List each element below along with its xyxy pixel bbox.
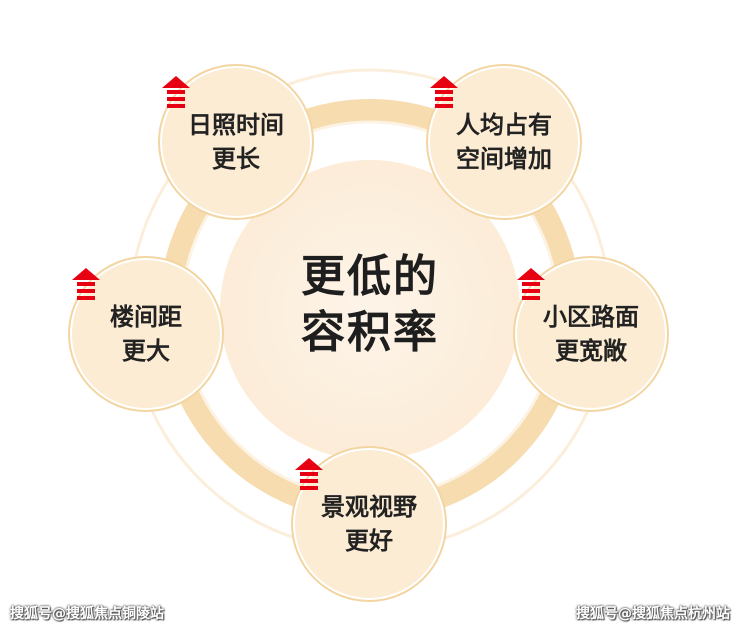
red-up-arrow-icon <box>430 76 458 108</box>
red-up-arrow-icon <box>72 268 100 300</box>
center-hub: 更低的 容积率 <box>220 185 520 425</box>
red-up-arrow-icon <box>517 268 545 300</box>
red-up-arrow-icon <box>162 76 190 108</box>
center-circle <box>220 160 520 460</box>
node-label: 人均占有 空间增加 <box>456 111 552 173</box>
node-per-capita-space: 人均占有 空间增加 <box>428 66 580 218</box>
node-label: 日照时间 更长 <box>188 111 284 173</box>
node-landscape-view: 景观视野 更好 <box>293 448 445 600</box>
node-label: 楼间距 更大 <box>110 303 182 365</box>
watermark-right: 搜狐号@搜狐焦点杭州站 <box>576 606 730 622</box>
node-label: 小区路面 更宽敞 <box>543 303 639 365</box>
watermark-left: 搜狐号@搜狐焦点铜陵站 <box>10 606 164 622</box>
node-building-spacing: 楼间距 更大 <box>70 258 222 410</box>
node-road-width: 小区路面 更宽敞 <box>515 258 667 410</box>
center-label: 更低的 容积率 <box>301 251 439 358</box>
node-sunlight: 日照时间 更长 <box>160 66 312 218</box>
red-up-arrow-icon <box>295 458 323 490</box>
node-label: 景观视野 更好 <box>321 493 417 555</box>
